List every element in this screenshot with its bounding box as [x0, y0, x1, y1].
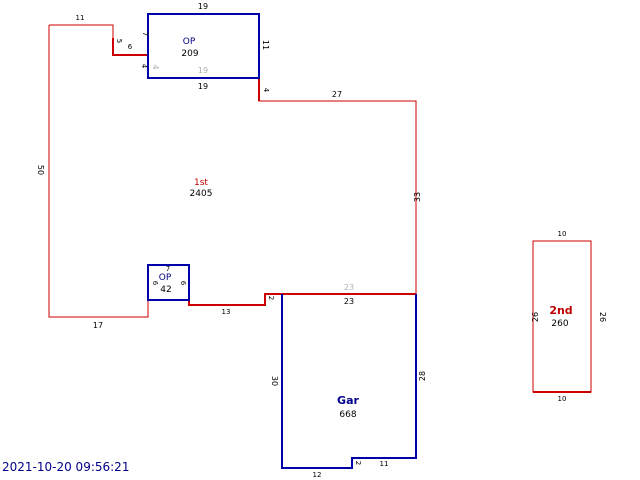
dim-first-top-left: 11 [76, 14, 85, 22]
porch-small-outline [147, 264, 190, 301]
dim-garage-top-gray: 23 [344, 283, 354, 292]
dim-first-step-small: 2 [267, 296, 275, 300]
garage-area: 668 [339, 410, 356, 420]
porch-top-outline [147, 13, 260, 79]
second-floor-name: 2nd [549, 304, 572, 317]
porch-small-name: OP [159, 273, 172, 283]
garage-outline [281, 294, 417, 469]
dim-first-notch-h: 6 [128, 43, 133, 51]
dim-porch-small-left: 6 [151, 281, 159, 286]
timestamp-label: 2021-10-20 09:56:21 [2, 460, 130, 474]
dim-first-left: 50 [36, 165, 45, 175]
dim-first-right-v: 33 [413, 192, 422, 202]
porch-top-area: 209 [181, 49, 198, 59]
dim-first-right-step: 4 [262, 88, 270, 93]
dim-second-left: 26 [531, 312, 540, 322]
dim-garage-top: 23 [344, 297, 354, 306]
dim-first-right-top: 27 [332, 90, 342, 99]
dim-porch-small-top: 7 [166, 265, 170, 273]
dim-porch-top-gray4: 4 [151, 64, 160, 69]
dim-second-top: 10 [558, 230, 567, 238]
dim-garage-step: 2 [354, 461, 362, 465]
dim-porch-small-right: 6 [179, 281, 187, 286]
dim-porch-top-bottom: 19 [198, 82, 208, 91]
dim-first-notch-v1: 5 [115, 39, 123, 43]
dim-garage-left: 30 [270, 376, 279, 386]
dim-porch-top-inner: 19 [198, 66, 208, 75]
dim-garage-bottom-right: 11 [380, 460, 389, 468]
first-floor-bottom-mid [188, 293, 282, 306]
dim-porch-top-top: 19 [198, 2, 208, 11]
dim-first-bottom-left: 17 [93, 321, 103, 330]
garage-name: Gar [337, 394, 359, 407]
dim-garage-bottom: 12 [313, 471, 322, 479]
dim-first-notch-v2: 4 [140, 64, 148, 69]
porch-top-name: OP [183, 37, 196, 47]
dim-second-bottom: 10 [558, 395, 567, 403]
dim-garage-right: 28 [418, 371, 427, 381]
dim-first-bottom-mid: 13 [222, 308, 231, 316]
second-floor-area: 260 [551, 319, 568, 329]
first-floor-notch-thick [112, 38, 148, 56]
dim-second-right: 26 [598, 312, 607, 322]
dim-porch-top-left: 7 [141, 32, 149, 36]
first-floor-outline [48, 24, 149, 318]
porch-small-area: 42 [160, 285, 171, 295]
first-floor-area: 2405 [190, 189, 213, 199]
first-floor-right-outline [258, 78, 417, 294]
dim-porch-top-right: 11 [261, 40, 270, 50]
first-floor-name: 1st [194, 178, 208, 188]
